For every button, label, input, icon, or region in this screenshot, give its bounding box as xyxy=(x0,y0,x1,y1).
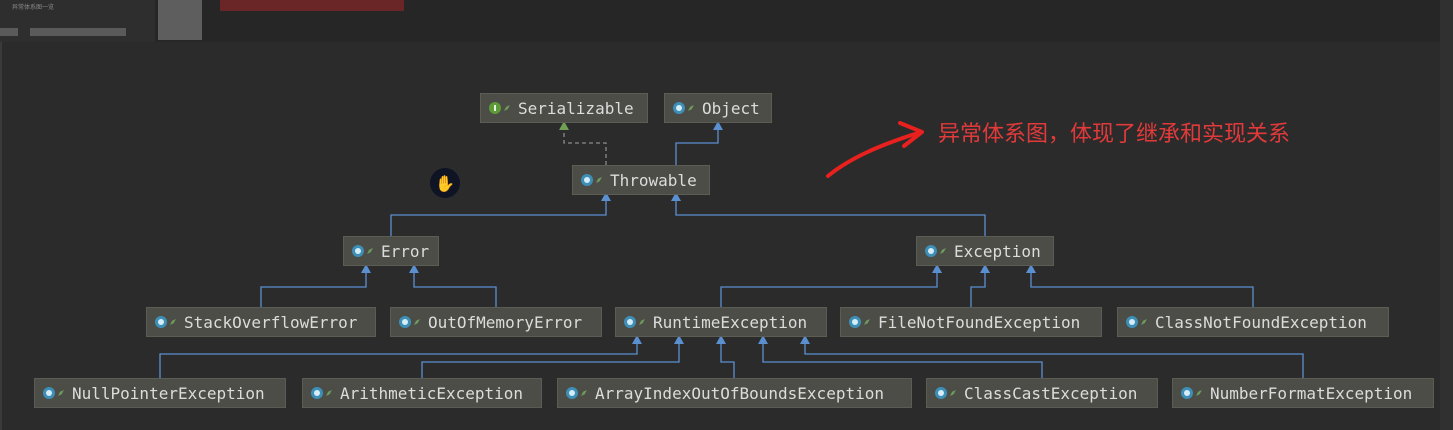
blurred-tab-area: 异常体系图一览 xyxy=(0,0,155,42)
node-filenotfoundexception[interactable]: FileNotFoundException xyxy=(840,307,1102,337)
class-icon xyxy=(155,316,167,328)
node-label: ArrayIndexOutOfBoundsException xyxy=(595,383,884,403)
hand-cursor-icon: ✋ xyxy=(430,168,460,198)
class-icon xyxy=(1181,387,1193,399)
visibility-leaf-icon xyxy=(639,319,645,325)
edge-runtimeexception-to-exception xyxy=(720,270,938,307)
visibility-leaf-icon xyxy=(596,177,602,183)
node-label: Exception xyxy=(954,241,1041,261)
node-label: Serializable xyxy=(518,98,634,118)
node-error[interactable]: Error xyxy=(343,236,439,266)
node-outofmemoryerror[interactable]: OutOfMemoryError xyxy=(390,307,602,337)
edge-filenotfoundexception-to-exception xyxy=(970,270,986,307)
arrowhead-arrayindexoutofboundsexception-to-runtimeexception xyxy=(716,335,726,344)
node-classnotfoundexception[interactable]: ClassNotFoundException xyxy=(1117,307,1389,337)
node-label: ArithmeticException xyxy=(340,383,524,403)
edge-exception-to-throwable xyxy=(675,198,986,236)
visibility-leaf-icon xyxy=(58,390,64,396)
node-label: Error xyxy=(381,241,430,261)
visibility-leaf-icon xyxy=(170,319,176,325)
arrowhead-error-to-throwable xyxy=(601,192,611,201)
visibility-leaf-icon xyxy=(950,390,956,396)
edge-classnotfoundexception-to-exception xyxy=(1030,270,1254,307)
visibility-leaf-icon xyxy=(864,319,870,325)
visibility-leaf-icon xyxy=(581,390,587,396)
edge-throwable-to-serializable xyxy=(563,127,607,165)
arrowhead-arithmeticexception-to-runtimeexception xyxy=(674,335,684,344)
arrowhead-numberformatexception-to-runtimeexception xyxy=(800,335,810,344)
blurred-tab-label: 异常体系图一览 xyxy=(12,4,55,11)
annotation-text: 异常体系图，体现了继承和实现关系 xyxy=(938,122,1291,147)
class-icon xyxy=(624,316,636,328)
node-label: StackOverflowError xyxy=(184,312,358,332)
visibility-leaf-icon xyxy=(1141,319,1147,325)
visibility-leaf-icon xyxy=(414,319,420,325)
class-icon xyxy=(352,245,364,257)
visibility-leaf-icon xyxy=(940,248,946,254)
node-label: ClassNotFoundException xyxy=(1155,312,1367,332)
class-icon xyxy=(935,387,947,399)
blurred-thumbnail xyxy=(158,0,202,40)
visibility-leaf-icon xyxy=(504,105,510,111)
edge-throwable-to-object xyxy=(675,127,719,165)
visibility-leaf-icon xyxy=(1196,390,1202,396)
arrowhead-classcastexception-to-runtimeexception xyxy=(758,335,768,344)
node-label: FileNotFoundException xyxy=(878,312,1081,332)
node-numberformatexception[interactable]: NumberFormatException xyxy=(1172,378,1434,408)
class-icon xyxy=(1126,316,1138,328)
edge-numberformatexception-to-runtimeexception xyxy=(804,341,1304,378)
arrowhead-outofmemoryerror-to-error xyxy=(409,264,419,273)
arrowhead-classnotfoundexception-to-exception xyxy=(1026,264,1036,273)
class-icon xyxy=(581,174,593,186)
node-throwable[interactable]: Throwable xyxy=(572,165,710,195)
visibility-leaf-icon xyxy=(688,105,694,111)
node-label: Throwable xyxy=(610,170,697,190)
arrowhead-exception-to-throwable xyxy=(671,192,681,201)
node-stackoverflowerror[interactable]: StackOverflowError xyxy=(146,307,376,337)
node-runtimeexception[interactable]: RuntimeException xyxy=(615,307,827,337)
arrowhead-runtimeexception-to-exception xyxy=(932,264,942,273)
arrowhead-throwable-to-object xyxy=(713,121,723,130)
node-label: ClassCastException xyxy=(964,383,1138,403)
edge-nullpointerexception-to-runtimeexception xyxy=(159,341,638,378)
node-label: OutOfMemoryError xyxy=(428,312,583,332)
class-icon xyxy=(849,316,861,328)
class-icon xyxy=(925,245,937,257)
edge-outofmemoryerror-to-error xyxy=(413,270,497,307)
blurred-banner xyxy=(220,0,404,11)
visibility-leaf-icon xyxy=(326,390,332,396)
visibility-leaf-icon xyxy=(367,248,373,254)
arrowhead-filenotfoundexception-to-exception xyxy=(980,264,990,273)
class-icon xyxy=(311,387,323,399)
class-icon xyxy=(673,102,685,114)
node-serializable[interactable]: Serializable xyxy=(480,93,648,123)
edge-arrayindexoutofboundsexception-to-runtimeexception xyxy=(720,341,735,378)
left-divider xyxy=(0,42,2,430)
class-icon xyxy=(399,316,411,328)
edge-error-to-throwable xyxy=(390,198,607,236)
class-icon xyxy=(566,387,578,399)
edge-arithmeticexception-to-runtimeexception xyxy=(421,341,680,378)
node-object[interactable]: Object xyxy=(664,93,772,123)
edge-stackoverflowerror-to-error xyxy=(260,270,367,307)
blurred-control xyxy=(0,28,18,36)
node-label: Object xyxy=(702,98,760,118)
class-icon xyxy=(43,387,55,399)
node-classcastexception[interactable]: ClassCastException xyxy=(926,378,1158,408)
node-nullpointerexception[interactable]: NullPointerException xyxy=(34,378,286,408)
node-label: NumberFormatException xyxy=(1210,383,1413,403)
edge-classcastexception-to-runtimeexception xyxy=(762,341,1043,378)
node-exception[interactable]: Exception xyxy=(916,236,1054,266)
arrowhead-stackoverflowerror-to-error xyxy=(361,264,371,273)
arrowhead-throwable-to-serializable xyxy=(559,121,569,130)
node-label: RuntimeException xyxy=(653,312,808,332)
node-label: NullPointerException xyxy=(72,383,265,403)
arrowhead-nullpointerexception-to-runtimeexception xyxy=(632,335,642,344)
node-arithmeticexception[interactable]: ArithmeticException xyxy=(302,378,542,408)
node-arrayindexoutofboundsexception[interactable]: ArrayIndexOutOfBoundsException xyxy=(557,378,912,408)
interface-icon xyxy=(489,102,501,114)
right-scrollbar[interactable] xyxy=(1440,0,1453,430)
blurred-input xyxy=(30,28,126,36)
